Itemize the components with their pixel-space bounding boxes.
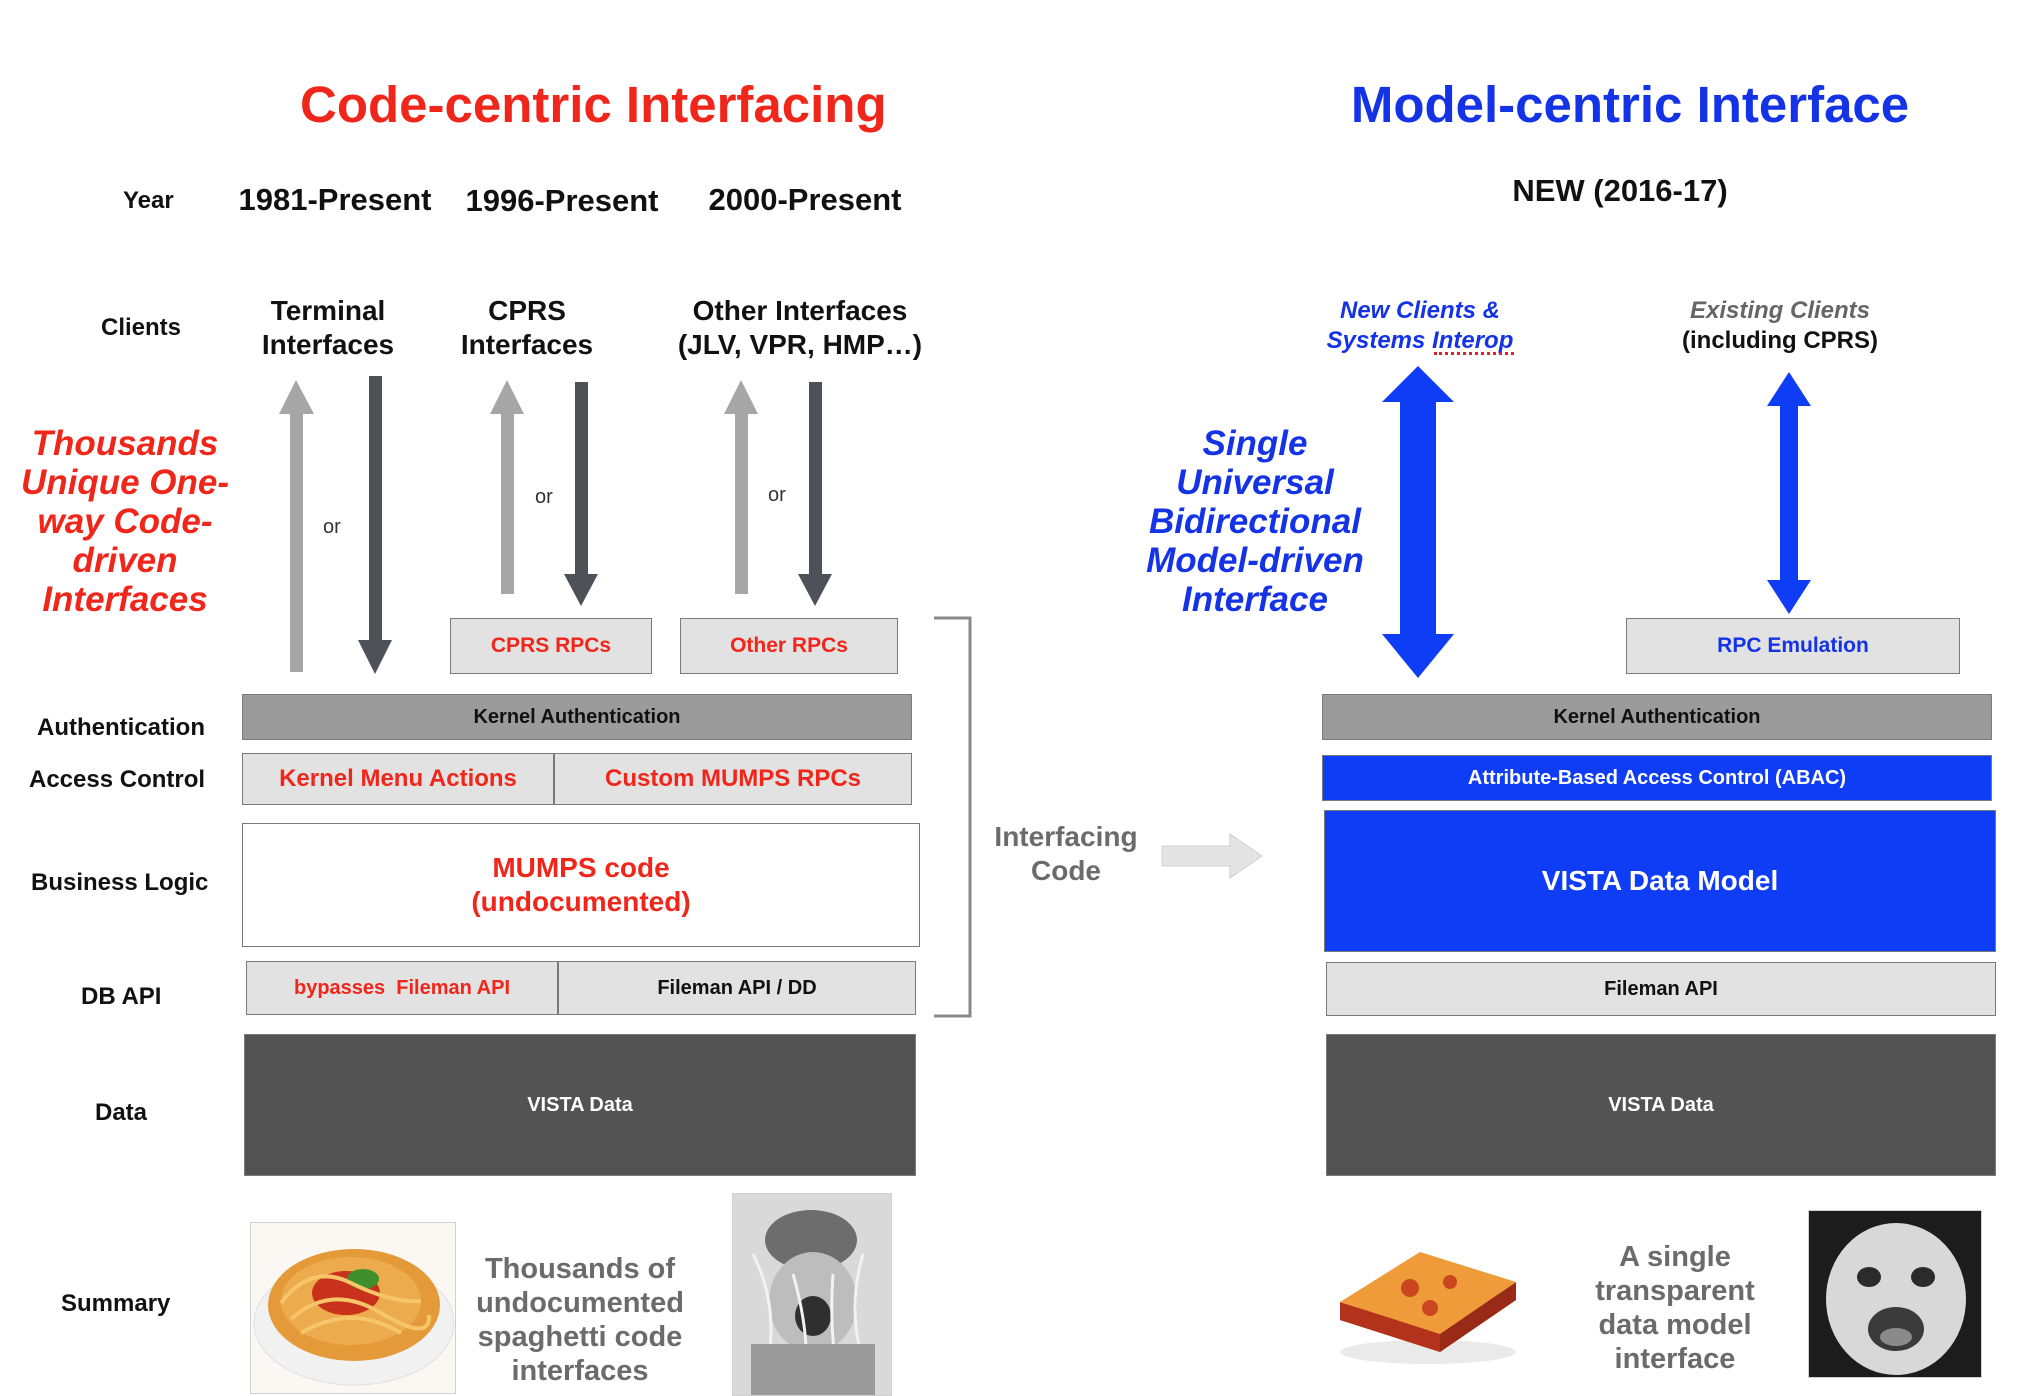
fileman-api-box: Fileman API xyxy=(1326,962,1996,1016)
custom-mumps-label: Custom MUMPS RPCs xyxy=(604,765,862,792)
interfacing-code-label: Interfacing Code xyxy=(986,820,1146,888)
other-rpcs-label: Other RPCs xyxy=(730,634,848,657)
left-callout: Thousands Unique One-way Code-driven Int… xyxy=(20,424,230,619)
cprs-down-arrow xyxy=(564,382,598,606)
other-rpcs-box: Other RPCs xyxy=(680,618,898,674)
vista-data-box-right: VISTA Data xyxy=(1326,1034,1996,1176)
vista-data-model-box: VISTA Data Model xyxy=(1324,810,1996,952)
spellcheck-underline xyxy=(1434,352,1514,355)
custom-mumps-box: Custom MUMPS RPCs xyxy=(554,753,912,805)
row-label-db-api: DB API xyxy=(81,983,162,1010)
abac-box: Attribute-Based Access Control (ABAC) xyxy=(1322,755,1992,801)
row-label-authentication: Authentication xyxy=(37,714,205,741)
bidirectional-arrow-small xyxy=(1767,372,1811,614)
bidirectional-arrow-large xyxy=(1382,366,1454,678)
rpc-emulation-box: RPC Emulation xyxy=(1626,618,1960,674)
kernel-auth-label-left: Kernel Authentication xyxy=(473,705,681,728)
client-existing-label: Existing Clients xyxy=(1689,297,1871,324)
vista-data-label-right: VISTA Data xyxy=(1608,1093,1714,1116)
right-callout: Single Universal Bidirectional Model-dri… xyxy=(1146,424,1364,619)
cprs-up-arrow xyxy=(490,380,524,594)
fileman-dd-label: Fileman API / DD xyxy=(657,976,817,999)
terminal-up-arrow xyxy=(279,380,314,672)
row-label-business-logic: Business Logic xyxy=(31,869,209,896)
right-summary: A single transparent data model interfac… xyxy=(1595,1241,1755,1375)
cprs-rpcs-box: CPRS RPCs xyxy=(450,618,652,674)
kernel-menu-box: Kernel Menu Actions xyxy=(242,753,554,805)
row-label-access-control: Access Control xyxy=(29,766,206,793)
row-label-year: Year xyxy=(123,187,174,214)
vista-data-label-left: VISTA Data xyxy=(527,1093,633,1116)
right-title: Model-centric Interface xyxy=(1350,76,1910,133)
interfacing-code-bracket xyxy=(934,616,972,1018)
kernel-menu-label: Kernel Menu Actions xyxy=(279,765,517,792)
transition-arrow xyxy=(1161,833,1263,879)
left-title: Code-centric Interfacing xyxy=(300,76,887,133)
client-new: New Clients & Systems Interop xyxy=(1300,296,1540,356)
fileman-api-label: Fileman API xyxy=(1604,977,1718,1000)
other-up-arrow xyxy=(724,380,758,594)
mumps-code-label: MUMPS code xyxy=(492,852,670,883)
or-label-cprs: or xyxy=(535,486,553,508)
client-other: Other Interfaces (JLV, VPR, HMP…) xyxy=(677,295,923,360)
kernel-auth-box-right: Kernel Authentication xyxy=(1322,694,1992,740)
client-cprs: CPRS Interfaces xyxy=(460,295,594,360)
happy-baby-photo xyxy=(1808,1210,1982,1378)
cprs-rpcs-label: CPRS RPCs xyxy=(490,634,612,657)
terminal-down-arrow xyxy=(358,376,392,674)
vista-data-box-left: VISTA Data xyxy=(244,1034,916,1176)
fileman-dd-box: Fileman API / DD xyxy=(558,961,916,1015)
client-new-label: New Clients & Systems Interop xyxy=(1326,297,1514,354)
bypass-fileman-box: bypasses Fileman API xyxy=(246,961,558,1015)
mumps-undoc-label: (undocumented) xyxy=(471,886,691,917)
vista-data-model-label: VISTA Data Model xyxy=(1541,865,1779,896)
abac-label: Attribute-Based Access Control (ABAC) xyxy=(1467,766,1847,789)
kernel-auth-label-right: Kernel Authentication xyxy=(1553,705,1761,728)
row-label-summary: Summary xyxy=(61,1290,171,1317)
year-other: 2000-Present xyxy=(708,182,902,217)
client-existing: Existing Clients (including CPRS) xyxy=(1660,296,1900,356)
client-existing-sub: (including CPRS) xyxy=(1682,327,1878,354)
bypass-fileman-label: bypasses Fileman API xyxy=(293,976,510,999)
mumps-code-box: MUMPS code (undocumented) xyxy=(242,823,920,947)
rpc-emulation-label: RPC Emulation xyxy=(1717,634,1869,657)
row-label-clients: Clients xyxy=(101,314,182,341)
year-new: NEW (2016-17) xyxy=(1512,173,1728,208)
row-label-data: Data xyxy=(95,1099,148,1126)
spaghetti-photo xyxy=(250,1222,456,1394)
other-down-arrow xyxy=(798,382,832,606)
or-label-other: or xyxy=(768,484,786,506)
or-label-terminal: or xyxy=(323,516,341,538)
kernel-auth-box-left: Kernel Authentication xyxy=(242,694,912,740)
lasagna-photo xyxy=(1330,1222,1526,1372)
messy-kid-photo xyxy=(732,1193,892,1396)
year-terminal: 1981-Present xyxy=(238,182,432,217)
interfacing-code-text: Interfacing Code xyxy=(994,821,1138,886)
client-terminal: Terminal Interfaces xyxy=(261,295,395,360)
left-summary: Thousands of undocumented spaghetti code… xyxy=(476,1253,684,1387)
year-cprs: 1996-Present xyxy=(465,183,659,218)
